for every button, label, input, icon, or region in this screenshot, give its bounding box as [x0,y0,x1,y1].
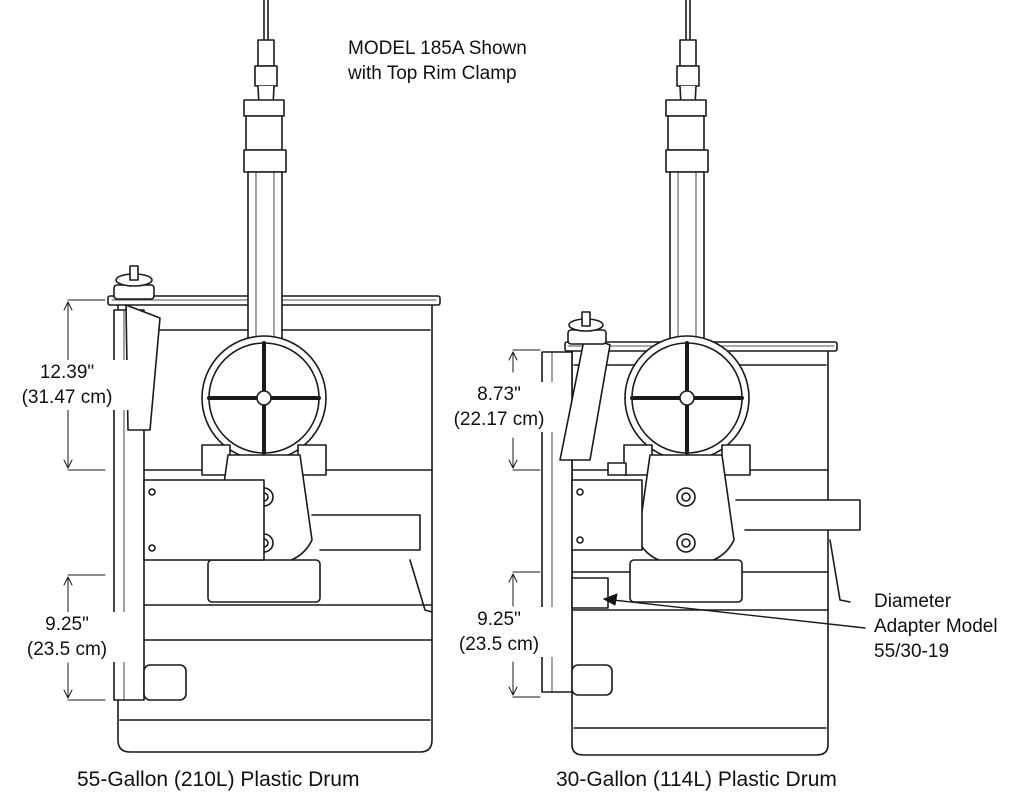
model-note-line-1: MODEL 185A Shown [348,38,527,59]
right-dim-top-label: 8.73" (22.17 cm) [444,382,554,432]
model-note-line-2: with Top Rim Clamp [348,63,517,84]
adapter-callout-arrow [603,598,866,629]
right-pump-body [637,454,735,566]
left-dim-bottom-label: 9.25" (23.5 cm) [2,612,132,662]
right-drum-assembly [508,0,866,756]
left-dim-top-label: 12.39" (31.47 cm) [2,360,132,410]
left-drum-assembly [63,0,441,753]
right-drum-caption: 30-Gallon (114L) Plastic Drum [556,768,837,791]
model-note: MODEL 185A Shown with Top Rim Clamp [348,36,527,86]
adapter-callout: Diameter Adapter Model 55/30-19 [874,591,998,662]
left-drum-caption: 55-Gallon (210L) Plastic Drum [77,768,360,791]
right-dim-bottom-label: 9.25" (23.5 cm) [444,607,554,657]
